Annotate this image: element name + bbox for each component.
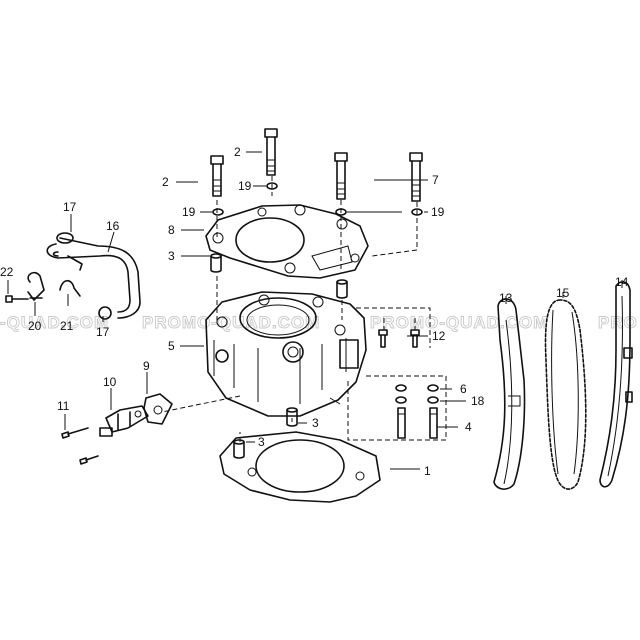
label-10: 10 <box>103 375 117 389</box>
label-19-right: 19 <box>431 205 445 219</box>
breather-hose <box>46 237 141 319</box>
clip-21 <box>59 279 81 297</box>
dowel-pin-upper <box>210 253 348 299</box>
label-22: 22 <box>0 265 14 279</box>
cylinder-head-bolt-right <box>409 152 423 202</box>
screw-22 <box>5 295 29 303</box>
cylinder-block <box>205 291 367 417</box>
stud-bolt-4 <box>395 384 439 439</box>
label-21: 21 <box>60 319 74 333</box>
label-19-left: 19 <box>182 205 196 219</box>
label-3-upper: 3 <box>168 249 175 263</box>
label-17-upper: 17 <box>63 200 77 214</box>
chain-guide-14 <box>599 281 633 488</box>
cylinder-head-bolt-upper <box>264 128 278 176</box>
label-17-lower: 17 <box>96 325 110 339</box>
chain-guide-13 <box>493 298 526 490</box>
label-9: 9 <box>143 359 150 373</box>
cylinder-head-bolt-center <box>334 152 348 200</box>
timing-chain-15 <box>544 299 587 490</box>
dowel-pin-lower <box>233 407 298 459</box>
watermark-right: PROMO-QUAD.COM <box>370 313 548 332</box>
cylinder-head-bolt-left <box>210 155 224 197</box>
watermark-left: -QUAD.COM <box>0 313 109 332</box>
label-7: 7 <box>432 173 439 187</box>
label-14: 14 <box>615 275 629 289</box>
hose-clip-20 <box>27 271 45 301</box>
tensioner-gasket <box>143 393 173 425</box>
watermark-center: PROMO-QUAD.COM <box>142 313 320 332</box>
label-3-lower: 3 <box>312 416 319 430</box>
label-5: 5 <box>168 339 175 353</box>
watermark: -QUAD.COM PROMO-QUAD.COM PROMO-QUAD.COM … <box>0 313 638 333</box>
label-1: 1 <box>424 464 431 478</box>
label-12: 12 <box>432 329 446 343</box>
label-13: 13 <box>499 291 513 305</box>
label-19-upper: 19 <box>238 179 252 193</box>
label-11: 11 <box>57 399 70 413</box>
label-20: 20 <box>28 319 42 333</box>
label-2-left: 2 <box>162 175 169 189</box>
cylinder-head-gasket <box>205 204 369 279</box>
leader-lines <box>7 151 623 470</box>
label-2-upper: 2 <box>234 145 241 159</box>
label-18: 18 <box>471 394 485 408</box>
small-bolt-12 <box>378 329 420 348</box>
cylinder-base-gasket <box>219 431 381 503</box>
label-16: 16 <box>106 219 120 233</box>
watermark-edge: PRO <box>598 313 638 332</box>
assembly-lines <box>161 176 447 442</box>
callout-labels: 1 2 2 3 3 3 4 5 6 7 8 9 10 11 12 13 14 1… <box>0 145 629 478</box>
tensioner-bolts <box>61 427 99 465</box>
hose-clamp-17 <box>56 232 112 320</box>
label-8: 8 <box>168 223 175 237</box>
label-15: 15 <box>556 286 570 300</box>
chain-tensioner <box>99 405 149 437</box>
label-6: 6 <box>460 382 467 396</box>
label-3-left: 3 <box>258 435 265 449</box>
label-4: 4 <box>465 420 472 434</box>
